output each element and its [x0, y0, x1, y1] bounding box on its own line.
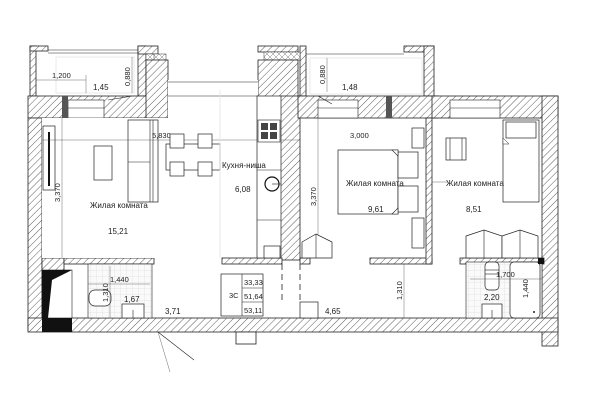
- room-living-3-label: Жилая комната: [446, 179, 504, 188]
- balcony-left-depth-dim: 0,880: [123, 67, 132, 86]
- room-bathroom[interactable]: 1,700 1,440 2,20: [465, 258, 544, 319]
- living-height-dim: 3,370: [53, 183, 62, 202]
- room-living-2[interactable]: 3,370 3,000 Жилая комната 9,61: [301, 118, 425, 259]
- room-living-3-area: 8,51: [466, 205, 482, 214]
- living-area-value: 33,33: [244, 278, 263, 287]
- corridor-height-dim: 1,310: [395, 281, 404, 300]
- bath-width-dim: 1,700: [496, 270, 515, 279]
- room-living-3[interactable]: Жилая комната 8,51: [432, 119, 540, 259]
- windows: [62, 80, 501, 119]
- balcony-right-depth-dim: 0,880: [318, 65, 327, 84]
- room-living-1-area: 15,21: [108, 227, 129, 236]
- area-summary-table: 3С 33,33 51,64 53,11: [220, 273, 264, 317]
- room-hall[interactable]: 3,71: [157, 264, 319, 373]
- balcony-left: 1,200 0,880 1,45: [29, 45, 159, 97]
- room-kitchen[interactable]: Кухня-ниша 6,08: [219, 90, 282, 259]
- room-kitchen-label: Кухня-ниша: [222, 161, 266, 170]
- room2-width-dim: 3,000: [350, 131, 369, 140]
- bath-height-dim: 1,440: [521, 279, 530, 298]
- wc-height-dim: 1,310: [101, 283, 110, 302]
- room-bathroom-area: 2,20: [484, 293, 500, 302]
- room-corridor-area: 4,65: [325, 307, 341, 316]
- room-hall-area: 3,71: [165, 307, 181, 316]
- dining-set: [165, 133, 221, 177]
- room-living-2-area: 9,61: [368, 205, 384, 214]
- room-kitchen-area: 6,08: [235, 185, 251, 194]
- room-living-1-label: Жилая комната: [90, 201, 148, 210]
- apartment-type-code: 3С: [229, 291, 239, 300]
- living-width-dim: 5,830: [152, 131, 171, 140]
- balcony-left-area: 1,45: [93, 83, 109, 92]
- room-wc[interactable]: 1,440 1,310 1,67: [87, 263, 153, 319]
- balcony-right-area: 1,48: [342, 83, 358, 92]
- room-wc-area: 1,67: [124, 295, 140, 304]
- room-living-2-label: Жилая комната: [346, 179, 404, 188]
- room2-height-dim: 3,370: [309, 187, 318, 206]
- wc-width-dim: 1,440: [110, 275, 129, 284]
- total-area-value: 51,64: [244, 292, 263, 301]
- room-living-1[interactable]: 3,370 5,830 Жилая комната 15,21: [42, 118, 300, 258]
- total-with-balconies-value: 53,11: [244, 306, 262, 315]
- room-corridor[interactable]: 1,310 4,65: [325, 264, 405, 318]
- balcony-left-width-dim: 1,200: [52, 71, 71, 80]
- ventilation-shaft: [41, 269, 73, 332]
